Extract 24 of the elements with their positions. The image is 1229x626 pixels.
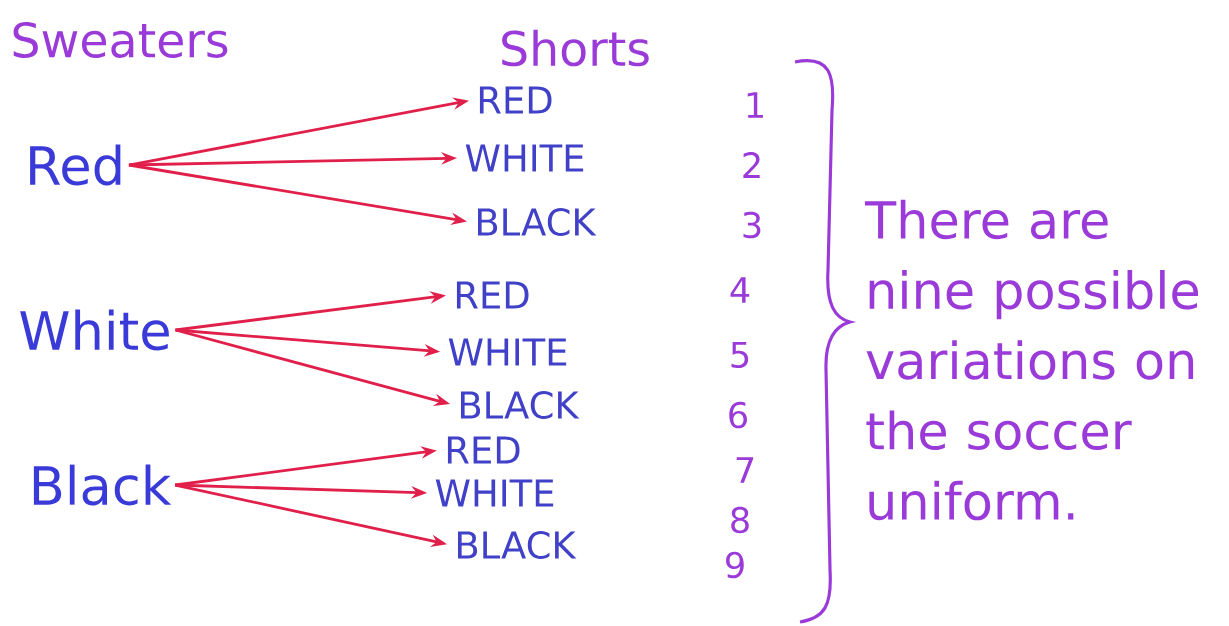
column-heading: Sweaters [13, 22, 228, 58]
shorts-label: BLACK [478, 208, 597, 236]
shorts-label: WHITE [465, 144, 584, 172]
note-text: There are nine possible variations on the soccer uniform. [864, 199, 1199, 521]
row-number: 5 [731, 341, 749, 369]
sweater-label: White [20, 309, 169, 351]
sweater-label: Black [33, 464, 172, 506]
row-number: 1 [747, 92, 763, 118]
row-number: 7 [736, 457, 754, 483]
row-number: 9 [726, 551, 744, 579]
shorts-label: BLACK [458, 531, 577, 559]
shorts-label: RED [479, 86, 552, 114]
column-heading: Shorts [502, 29, 649, 67]
sweater-label: Red [30, 144, 121, 186]
shorts-label: WHITE [435, 479, 554, 507]
shorts-label: WHITE [448, 338, 567, 366]
shorts-label: RED [447, 436, 520, 464]
shorts-label: BLACK [461, 391, 580, 419]
row-number: 4 [730, 277, 750, 303]
row-number: 6 [729, 401, 747, 429]
row-number: 2 [743, 152, 760, 179]
row-number: 3 [743, 211, 761, 239]
row-number: 8 [731, 506, 749, 534]
shorts-label: RED [456, 281, 529, 309]
